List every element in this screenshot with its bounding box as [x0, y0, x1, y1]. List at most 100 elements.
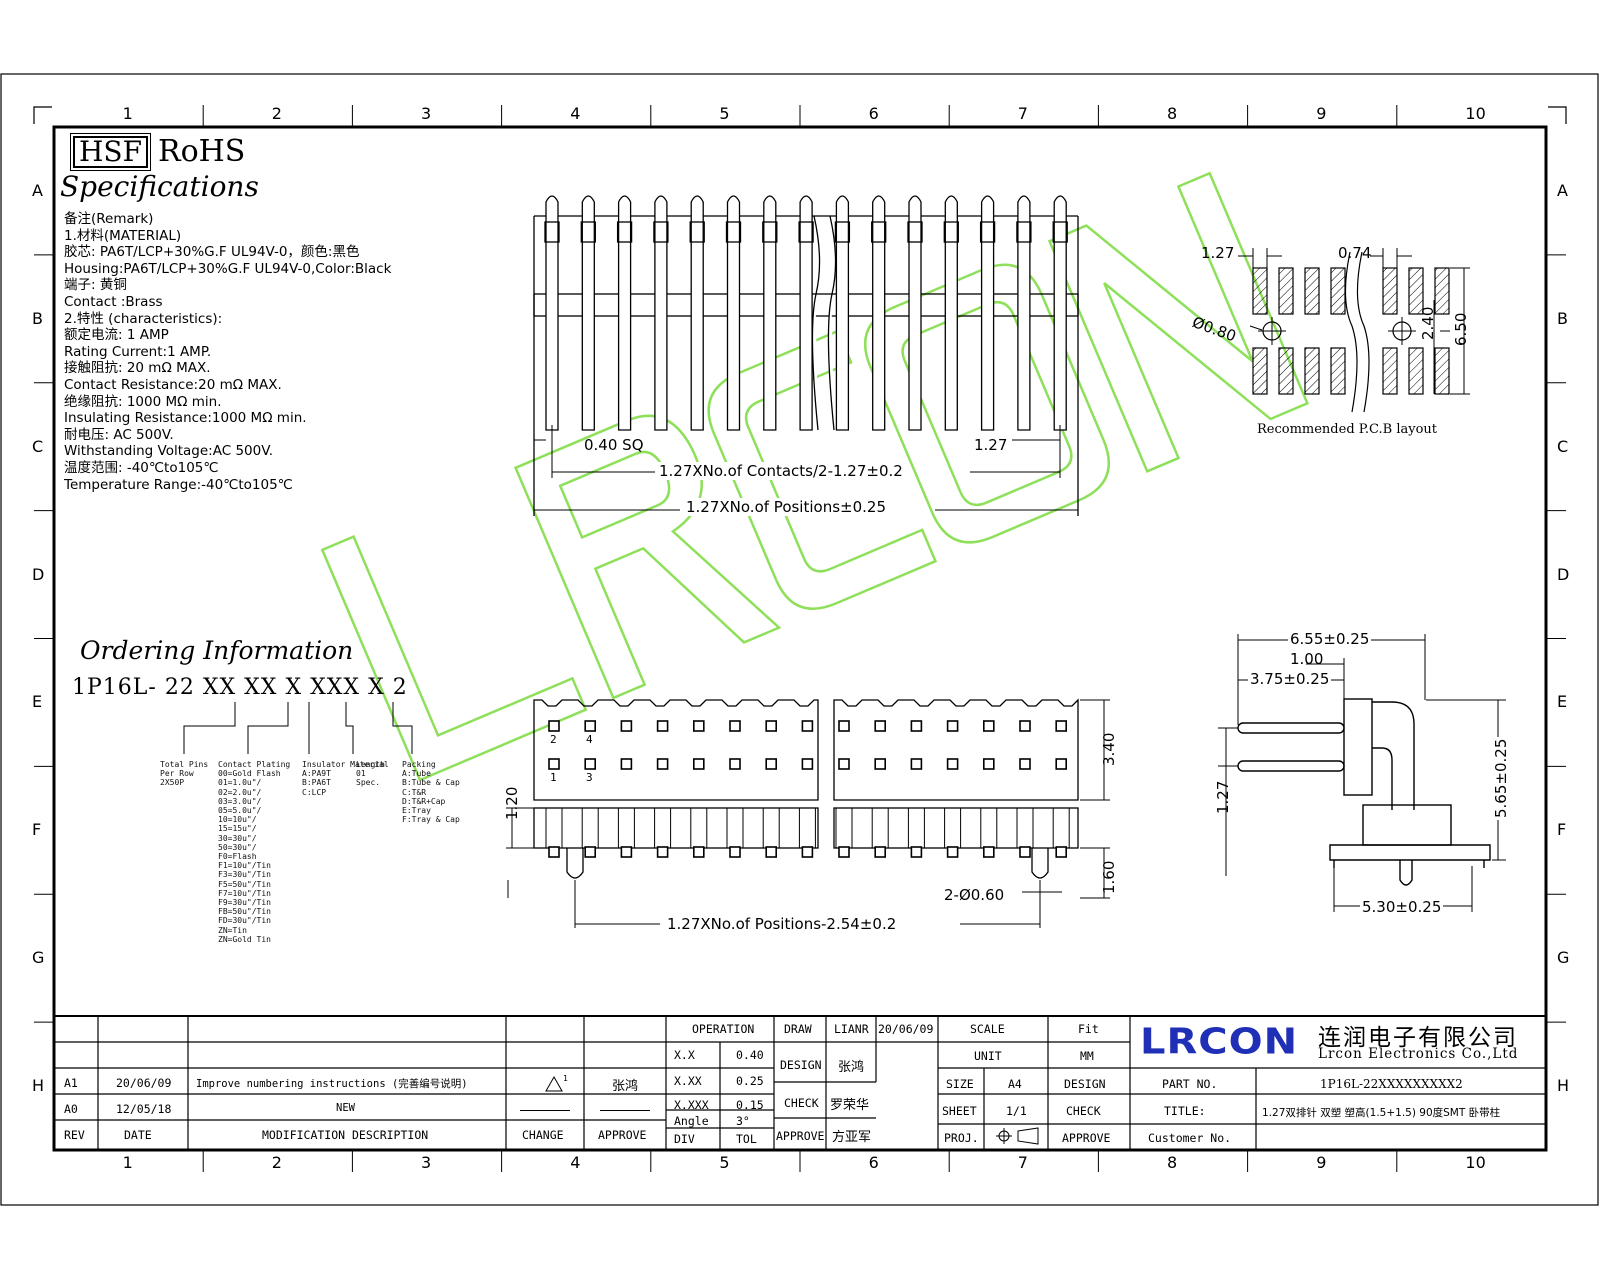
pin-square — [838, 846, 850, 858]
revision-date: 20/06/09 — [116, 1076, 172, 1090]
pcb-pad-dim: 0.74 — [1338, 244, 1372, 262]
tb-approve-name: 方亚军 — [832, 1130, 872, 1145]
pin-square — [1055, 720, 1067, 732]
revision-code: A1 — [64, 1076, 78, 1090]
grid-col-label-2: 2 — [271, 104, 282, 123]
tb-draw-name: LIANR — [834, 1022, 869, 1036]
revision-header-rev: REV — [64, 1128, 85, 1142]
ordering-option: 30=30u"/ — [218, 833, 257, 843]
contact-pin — [980, 195, 995, 431]
pin-square — [729, 846, 741, 858]
ordering-column-header: Packing — [402, 760, 436, 769]
ordering-option: 01 — [356, 769, 366, 779]
revision-header-change: CHANGE — [522, 1128, 564, 1142]
spec-line: 耐电压: AC 500V. — [64, 426, 174, 443]
contact-pin — [872, 195, 886, 431]
tb-design2-label: DESIGN — [1064, 1077, 1106, 1091]
pin-square — [982, 846, 995, 858]
pin-shoulder — [871, 221, 887, 243]
pcb-pitch-dim: 1.27 — [1201, 244, 1235, 262]
front-housing — [533, 699, 819, 801]
grid-col-label-2: 2 — [271, 1153, 282, 1172]
side-base-dim: 5.30±0.25 — [1360, 898, 1444, 916]
tb-title-label: TITLE: — [1164, 1104, 1206, 1118]
ordering-option: Spec. — [356, 778, 381, 788]
revision-description: NEW — [336, 1102, 355, 1114]
ordering-option: 50=30u"/ — [218, 842, 257, 852]
pin-shoulder — [798, 221, 814, 243]
ordering-option: 15=15u"/ — [218, 824, 257, 834]
spec-line: Contact Resistance:20 mΩ MAX. — [64, 376, 282, 393]
pcb-pad — [1252, 267, 1268, 315]
pin-square — [548, 758, 560, 770]
pin-label-3: 3 — [586, 771, 593, 784]
spec-line: Housing:PA6T/LCP+30%G.F UL94V-0,Color:Bl… — [64, 260, 392, 277]
pin-square — [1019, 758, 1031, 770]
pin-square — [584, 720, 597, 732]
pcb-pad — [1278, 267, 1294, 315]
pin-shoulder — [1052, 221, 1068, 243]
tolerance-key: DIV — [674, 1132, 695, 1146]
tb-design-label: DESIGN — [780, 1058, 822, 1072]
pin-square — [656, 720, 669, 732]
pin-shoulder — [943, 221, 959, 243]
pcb-pad — [1382, 267, 1398, 315]
spec-line: 备注(Remark) — [64, 211, 154, 227]
pin-square — [910, 846, 923, 858]
spec-line: Temperature Range:-40℃to105℃ — [64, 476, 293, 493]
ordering-column-header: Length — [356, 760, 385, 769]
ordering-option: C:LCP — [302, 787, 327, 797]
pin-square — [1055, 846, 1067, 858]
revision-change-blank — [520, 1110, 570, 1111]
ordering-option: ZN=Gold Tin — [218, 934, 271, 944]
tb-draw-header: DRAW — [784, 1022, 812, 1036]
side-thick-dim: 1.00 — [1290, 650, 1324, 668]
revision-date: 12/05/18 — [116, 1102, 172, 1116]
contact-pin — [545, 195, 559, 431]
tb-sheet-label: SHEET — [942, 1104, 977, 1118]
tolerance-value: 0.40 — [736, 1048, 764, 1062]
ordering-option: F7=10u"/Tin — [218, 888, 271, 898]
ordering-option: 05=5.0u"/ — [218, 806, 262, 816]
title-block-grid — [54, 1015, 1546, 1150]
ordering-option: FB=50u"/Tin — [218, 907, 271, 917]
grid-col-label-9: 9 — [1316, 1153, 1327, 1172]
side-pitch-dim: 1.27 — [1214, 780, 1232, 814]
front-housing — [833, 698, 1079, 801]
ordering-option: F:Tray & Cap — [402, 815, 460, 825]
ordering-option: 03=3.0u"/ — [218, 796, 262, 806]
top-contacts-dim: 1.27XNo.of Contacts/2-1.27±0.2 — [656, 462, 906, 480]
pin-shoulder — [979, 221, 996, 243]
ordering-option: FD=30u"/Tin — [218, 916, 271, 926]
spec-line: 温度范围: -40℃to105℃ — [64, 459, 219, 476]
tolerance-value: TOL — [736, 1132, 757, 1146]
pin-shoulder — [907, 221, 923, 243]
grid-row-label-B: B — [1557, 308, 1568, 328]
ordering-option: Per Row — [160, 769, 194, 779]
tb-part-no-value: 1P16L-22XXXXXXXXX2 — [1320, 1077, 1463, 1091]
grid-col-label-4: 4 — [570, 1153, 581, 1172]
top-sq-dim: 0.40 SQ — [584, 436, 644, 454]
pin-square — [692, 846, 705, 858]
tolerance-value: 3° — [736, 1114, 750, 1128]
grid-col-label-7: 7 — [1017, 1153, 1028, 1172]
ordering-option: B:PA6T — [302, 778, 331, 788]
grid-col-label-10: 10 — [1465, 1153, 1486, 1172]
lower-housing — [833, 807, 1079, 849]
spec-line: Withstanding Voltage:AC 500V. — [64, 443, 273, 460]
ordering-option: 2X50P — [160, 778, 185, 788]
contact-pin — [1017, 195, 1031, 431]
spec-line: Insulating Resistance:1000 MΩ min. — [64, 410, 307, 427]
pin-square — [620, 846, 633, 858]
pin-square — [548, 846, 560, 858]
pin-square — [729, 758, 741, 770]
grid-row-label-B: B — [32, 308, 43, 328]
company-logo: LRCON — [1140, 1021, 1299, 1063]
grid-col-label-4: 4 — [570, 104, 581, 123]
side-height-dim: 3.75±0.25 — [1248, 670, 1332, 688]
pin-square — [692, 720, 705, 732]
grid-row-label-F: F — [1557, 820, 1567, 840]
pin-shoulder — [544, 221, 560, 243]
